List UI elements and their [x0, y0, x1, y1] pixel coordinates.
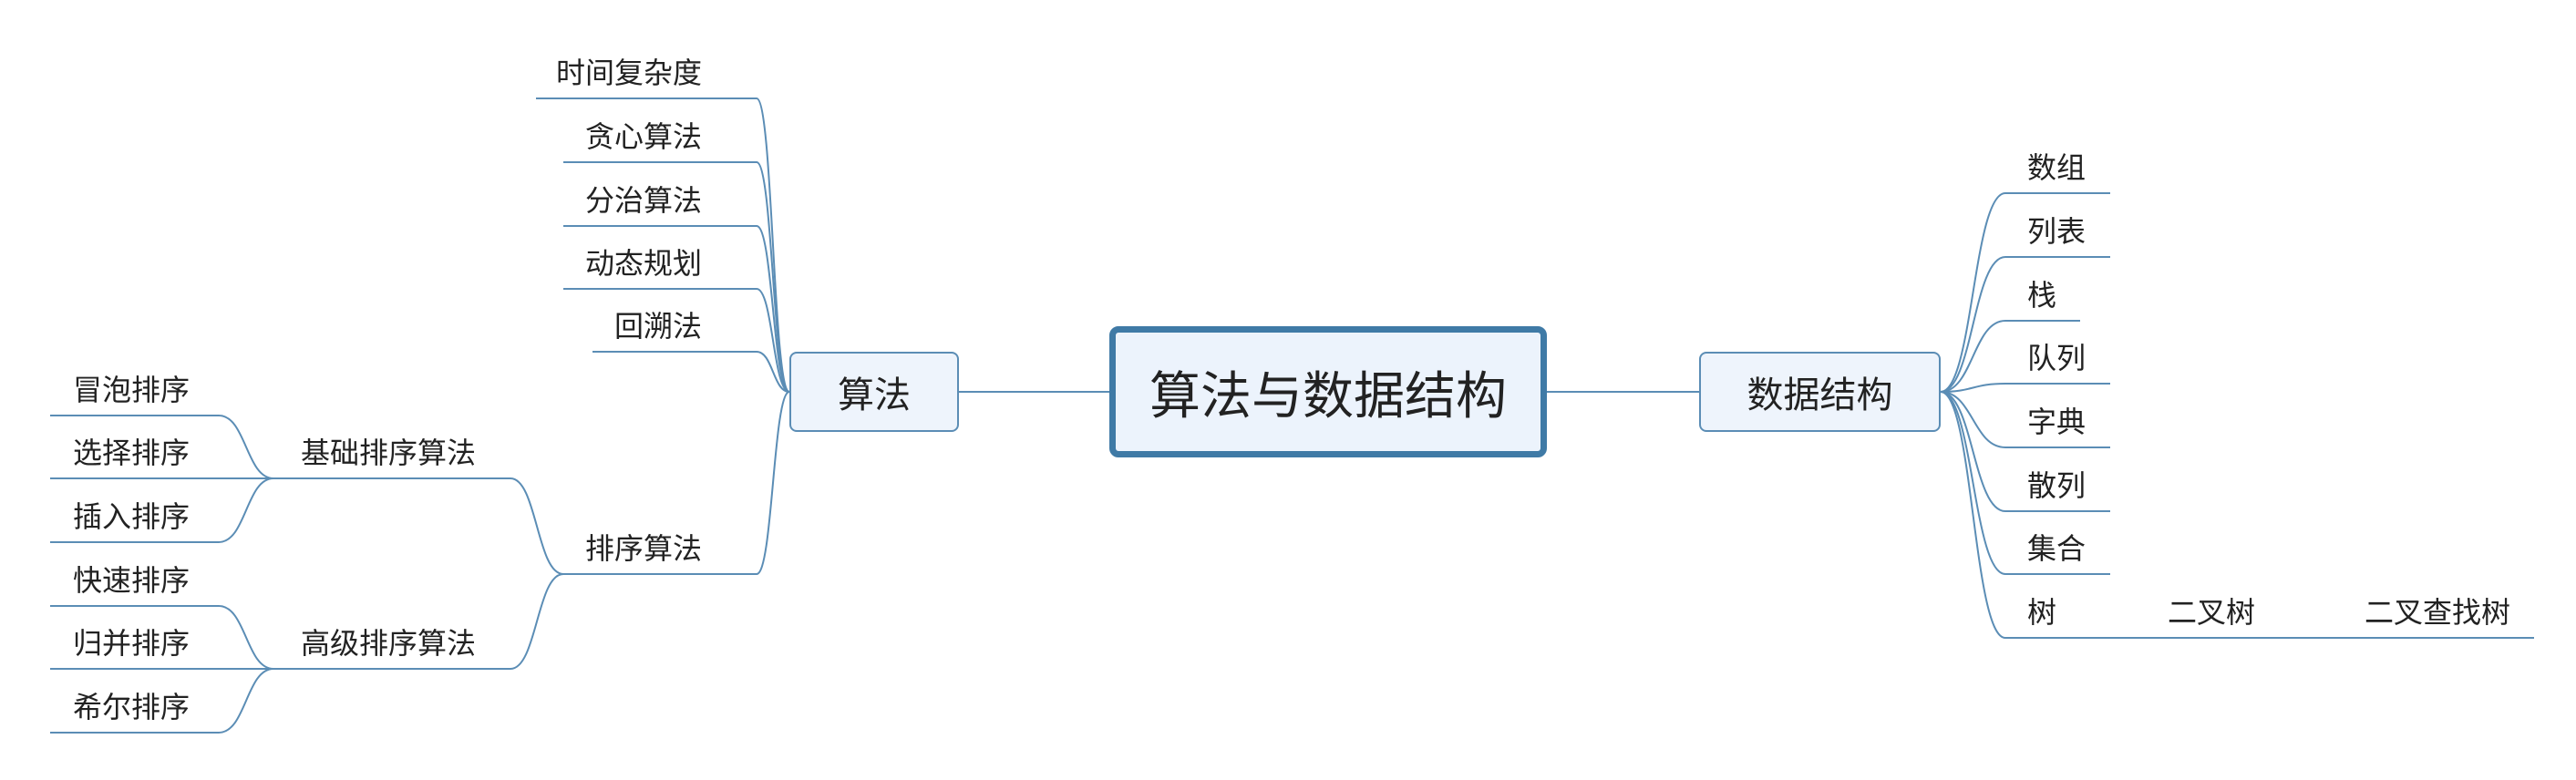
- sort-bubble[interactable]: 冒泡排序: [73, 373, 191, 407]
- sort-group-advanced[interactable]: 高级排序算法: [301, 626, 477, 661]
- ds-tree[interactable]: 树: [2027, 595, 2057, 630]
- connector-ds-0: [1940, 192, 2110, 393]
- ds-queue[interactable]: 队列: [2027, 341, 2087, 375]
- sort-shell[interactable]: 希尔排序: [73, 690, 191, 724]
- connector-ds-3: [1940, 383, 2110, 393]
- connector-algo-4: [592, 351, 790, 393]
- ds-dictionary[interactable]: 字典: [2027, 405, 2087, 439]
- connector-sort-basic: [273, 477, 564, 575]
- ds-binary-tree[interactable]: 二叉树: [2168, 595, 2256, 630]
- connector-algo-3: [563, 288, 790, 393]
- algo-topic-backtracking[interactable]: 回溯法: [613, 309, 702, 344]
- root-topic-label: 算法与数据结构: [1149, 366, 1507, 426]
- connector-ds-2: [1940, 320, 2080, 393]
- algo-topic-time-complexity[interactable]: 时间复杂度: [555, 56, 702, 90]
- topic-data-structure[interactable]: 数据结构: [1699, 352, 1941, 432]
- connector-sort-advanced: [273, 573, 564, 670]
- topic-algorithm-label: 算法: [838, 375, 911, 416]
- connector-basic-0: [50, 415, 274, 479]
- connector-advanced-0: [50, 605, 274, 670]
- connector-basic-2: [50, 477, 274, 543]
- ds-stack[interactable]: 栈: [2027, 278, 2057, 313]
- algo-topic-sorting[interactable]: 排序算法: [584, 531, 702, 566]
- topic-data-structure-label: 数据结构: [1747, 375, 1893, 416]
- sort-quick[interactable]: 快速排序: [73, 563, 191, 598]
- algo-topic-greedy[interactable]: 贪心算法: [584, 119, 702, 154]
- algo-topic-dynamic-programming[interactable]: 动态规划: [584, 246, 702, 281]
- ds-binary-search-tree[interactable]: 二叉查找树: [2365, 595, 2511, 630]
- connector-algo-1: [563, 161, 790, 393]
- ds-hash[interactable]: 散列: [2027, 468, 2087, 503]
- sort-selection[interactable]: 选择排序: [73, 436, 191, 470]
- connector-algo-5: [563, 391, 790, 575]
- connector-advanced-2: [50, 668, 274, 734]
- topic-algorithm[interactable]: 算法: [789, 352, 959, 432]
- ds-array[interactable]: 数组: [2027, 150, 2087, 185]
- sort-group-basic[interactable]: 基础排序算法: [301, 436, 477, 470]
- algo-topic-divide-conquer[interactable]: 分治算法: [584, 183, 702, 218]
- sort-insertion[interactable]: 插入排序: [73, 499, 191, 534]
- sort-merge[interactable]: 归并排序: [73, 626, 191, 661]
- connector-ds-7: [1940, 391, 2534, 639]
- root-topic[interactable]: 算法与数据结构: [1109, 326, 1547, 457]
- ds-set[interactable]: 集合: [2027, 531, 2087, 566]
- ds-list[interactable]: 列表: [2027, 214, 2087, 249]
- connector-ds-6: [1940, 391, 2110, 575]
- connector-ds-1: [1940, 256, 2110, 393]
- connector-ds-5: [1940, 391, 2110, 512]
- connector-ds-4: [1940, 391, 2110, 448]
- connector-algo-2: [563, 225, 790, 393]
